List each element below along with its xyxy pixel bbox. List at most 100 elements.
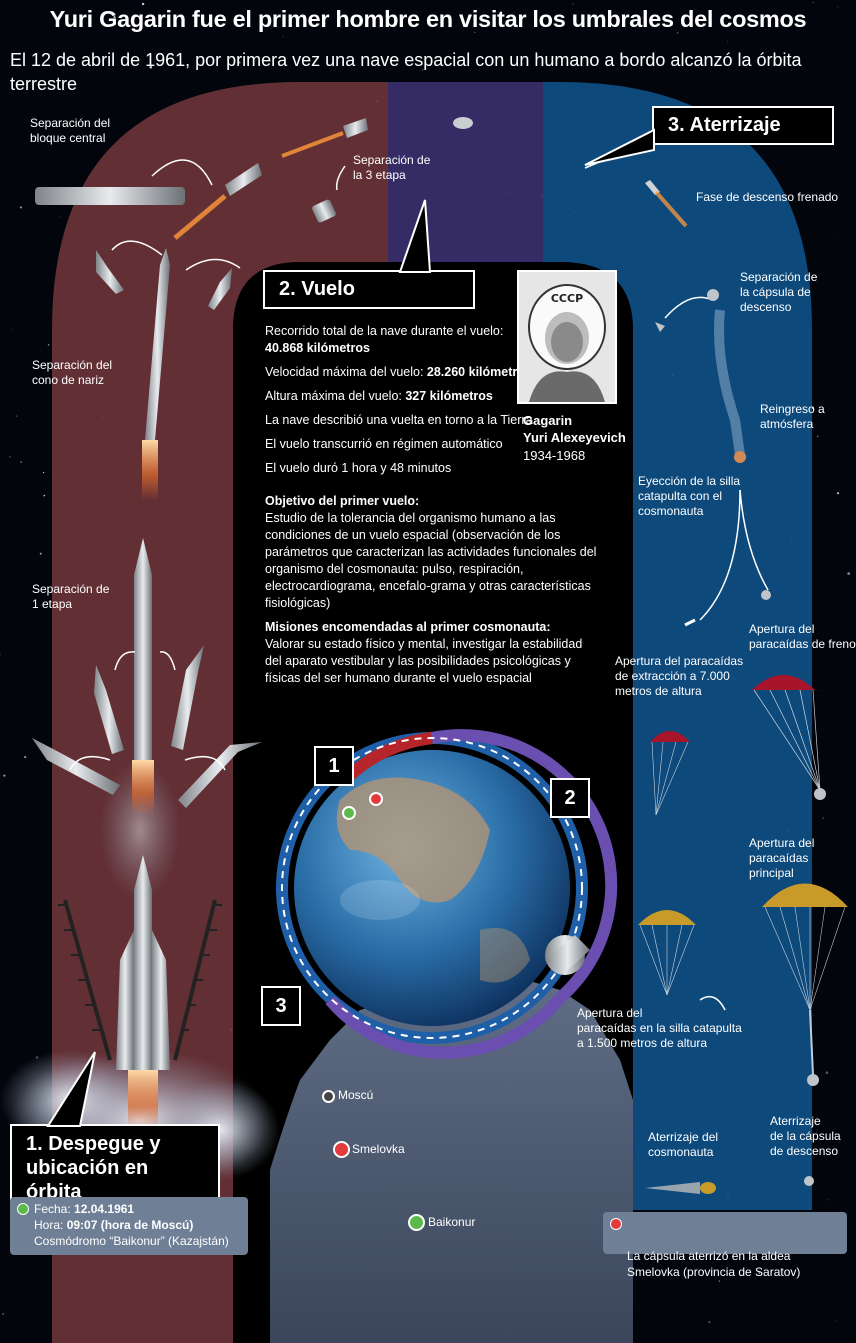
star bbox=[726, 41, 728, 43]
star bbox=[297, 24, 299, 26]
star bbox=[47, 344, 50, 346]
smelovka-dot bbox=[333, 1141, 350, 1158]
baikonur-dot bbox=[408, 1214, 425, 1231]
rocket-first-stage bbox=[32, 538, 262, 815]
label-reentry: Reingreso a atmósfera bbox=[760, 402, 825, 431]
launch-info-box: Fecha: 12.04.1961 Hora: 09:07 (hora de M… bbox=[10, 1197, 248, 1255]
label-first-stage-separation: Separación de 1 etapa bbox=[32, 582, 110, 611]
star bbox=[837, 6, 839, 8]
star bbox=[812, 1, 814, 4]
star bbox=[474, 31, 476, 34]
star bbox=[8, 455, 12, 458]
rocket-upper-stage bbox=[96, 248, 232, 500]
orbit-marker-2: 2 bbox=[550, 778, 590, 818]
label-baikonur: Baikonur bbox=[428, 1215, 476, 1229]
star bbox=[758, 1272, 760, 1274]
star bbox=[2, 1313, 5, 1315]
fact-automatic: El vuelo transcurrió en régimen automáti… bbox=[265, 437, 503, 451]
landing-info-text: La cápsula aterrizó en la aldea Smelovka… bbox=[627, 1249, 801, 1279]
orbit-marker-1: 1 bbox=[314, 746, 354, 786]
objective-text: Estudio de la tolerancia del organismo h… bbox=[265, 511, 597, 610]
objective-title: Objetivo del primer vuelo: bbox=[265, 494, 420, 508]
star bbox=[828, 1199, 830, 1201]
section-landing-title: 3. Aterrizaje bbox=[652, 106, 834, 145]
star bbox=[812, 1015, 814, 1016]
ussr-map-shape bbox=[270, 978, 633, 1343]
label-capsule-landing: Aterrizaje de la cápsula de descenso bbox=[770, 1114, 841, 1158]
stage3-band bbox=[543, 82, 812, 1210]
launch-point-dot bbox=[342, 806, 356, 820]
star bbox=[19, 206, 22, 209]
star bbox=[422, 69, 424, 71]
section-flight-title: 2. Vuelo bbox=[263, 270, 475, 309]
green-dot-icon bbox=[17, 1203, 29, 1215]
fact-duration: El vuelo duró 1 hora y 48 minutos bbox=[265, 461, 452, 475]
label-central-block-separation: Separación del bloque central bbox=[30, 116, 111, 145]
landing-info-box: La cápsula aterrizó en la aldea Smelovka… bbox=[603, 1212, 847, 1279]
label-nose-cone-separation: Separación del cono de nariz bbox=[32, 358, 113, 387]
missions-title: Misiones encomendadas al primer cosmonau… bbox=[265, 620, 551, 634]
date-value: 12.04.1961 bbox=[74, 1202, 135, 1216]
star bbox=[238, 61, 241, 64]
label-seat-ejection: Eyección de la silla catapulta con el co… bbox=[638, 474, 741, 518]
star bbox=[757, 62, 760, 65]
label-braked-descent: Fase de descenso frenado bbox=[696, 190, 839, 204]
star bbox=[0, 653, 1, 656]
extraction-parachute-canopy bbox=[650, 731, 690, 742]
speed-label: Velocidad máxima del vuelo: bbox=[265, 365, 427, 379]
flight-facts: Recorrido total de la nave durante el vu… bbox=[265, 323, 600, 694]
star bbox=[559, 10, 561, 11]
star bbox=[676, 32, 679, 34]
star bbox=[24, 756, 27, 759]
label-seat-chute: Apertura del paracaídas en la silla cata… bbox=[577, 1006, 742, 1050]
label-capsule-separation: Separación de la cápsula de descenso bbox=[740, 270, 818, 314]
orbit-marker-3: 3 bbox=[261, 986, 301, 1026]
red-dot-icon bbox=[610, 1218, 622, 1230]
altitude-label: Altura máxima del vuelo: bbox=[265, 389, 406, 403]
star bbox=[15, 415, 18, 418]
distance-value: 40.868 kilómetros bbox=[265, 341, 370, 355]
star bbox=[3, 774, 6, 777]
portrait-name-line1: Gagarin bbox=[523, 413, 573, 428]
central-block bbox=[35, 187, 185, 205]
distance-label: Recorrido total de la nave durante el vu… bbox=[265, 324, 504, 338]
portrait-years: 1934-1968 bbox=[523, 448, 586, 463]
star bbox=[60, 216, 61, 218]
date-label: Fecha: bbox=[34, 1202, 71, 1216]
altitude-value: 327 kilómetros bbox=[405, 389, 493, 403]
star bbox=[820, 690, 822, 692]
star bbox=[836, 492, 840, 495]
label-cosmonaut-landing: Aterrizaje del cosmonauta bbox=[648, 1130, 719, 1159]
subtitle: El 12 de abril de 1961, por primera vez … bbox=[10, 50, 802, 94]
label-smelovka: Smelovka bbox=[352, 1142, 405, 1156]
landing-point-dot bbox=[369, 792, 383, 806]
star bbox=[708, 1320, 711, 1324]
star bbox=[825, 1071, 829, 1075]
star bbox=[835, 1320, 837, 1322]
star bbox=[602, 19, 604, 21]
label-third-stage-separation: Separación de la 3 etapa bbox=[353, 153, 431, 182]
time-label: Hora: bbox=[34, 1218, 64, 1232]
cosmodrome-text: Cosmódromo “Baikonur” (Kazajstán) bbox=[34, 1234, 229, 1248]
star bbox=[42, 471, 45, 474]
star bbox=[572, 3, 574, 5]
time-value: 09:07 (hora de Moscú) bbox=[66, 1218, 194, 1232]
star bbox=[833, 238, 835, 240]
helmet-text: СССР bbox=[551, 292, 583, 305]
star bbox=[20, 461, 23, 464]
star bbox=[144, 49, 145, 51]
star bbox=[816, 435, 819, 438]
star bbox=[39, 552, 42, 555]
label-extraction-chute: Apertura del paracaídas de extracción a … bbox=[615, 654, 744, 698]
label-brake-chute: Apertura del paracaídas de freno bbox=[749, 622, 856, 651]
fact-orbit: La nave describió una vuelta en torno a … bbox=[265, 413, 533, 427]
star bbox=[822, 817, 824, 819]
star bbox=[141, 2, 145, 6]
star bbox=[847, 572, 851, 575]
star bbox=[113, 15, 116, 19]
vostok-capsule bbox=[545, 935, 590, 975]
label-moscow: Moscú bbox=[338, 1088, 374, 1102]
label-main-chute: Apertura del paracaídas principal bbox=[749, 836, 815, 880]
main-parachute-canopy bbox=[762, 883, 848, 907]
